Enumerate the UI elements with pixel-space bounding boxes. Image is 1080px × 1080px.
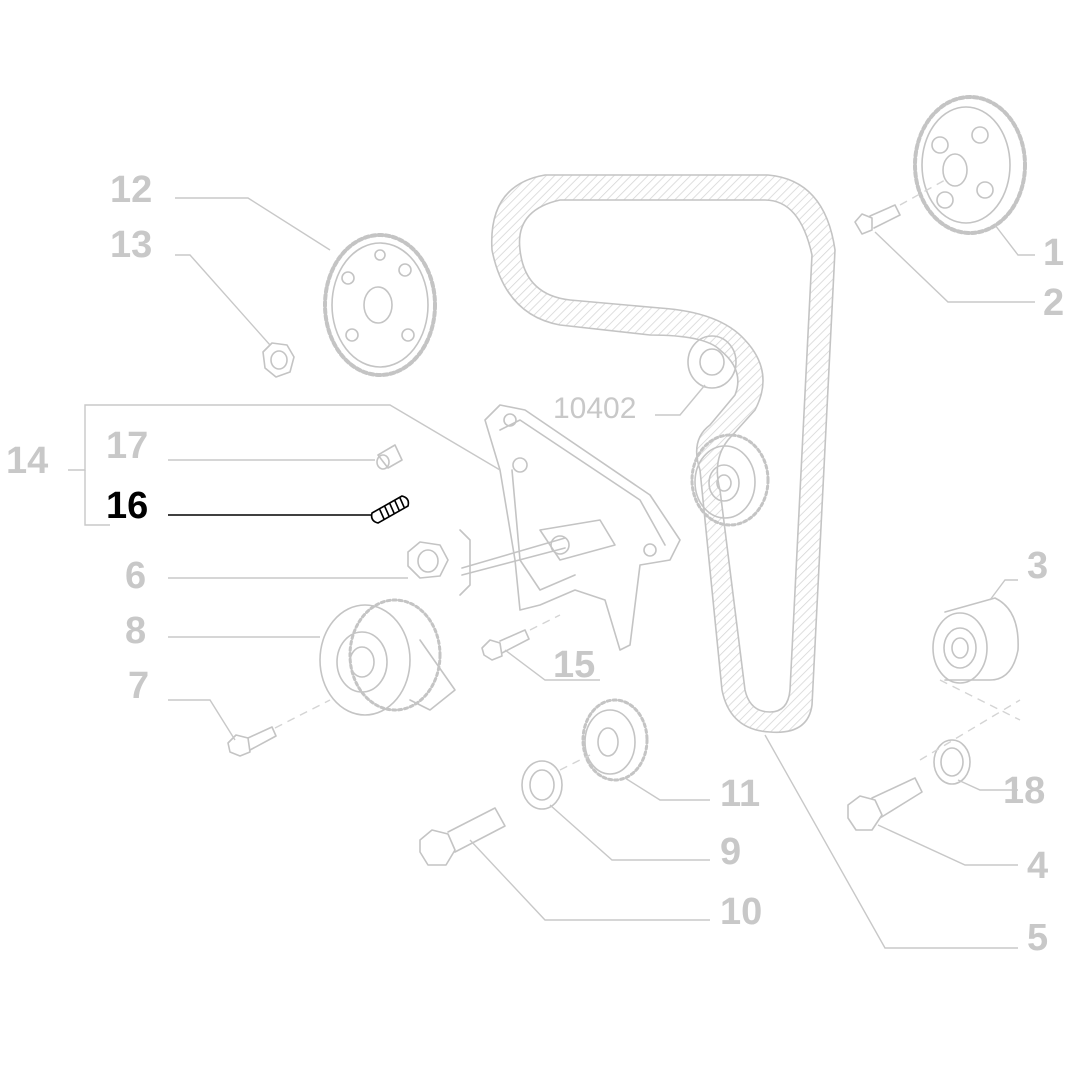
callout-17[interactable]: 17 [106,425,148,467]
callout-2[interactable]: 2 [1043,282,1064,324]
callout-16[interactable]: 16 [106,485,148,527]
callout-4[interactable]: 4 [1027,845,1048,887]
crank-washer[interactable] [521,760,563,810]
camshaft-pulley[interactable] [323,233,437,377]
camshaft-pulley-right[interactable] [913,95,1027,235]
callout-13[interactable]: 13 [110,224,152,266]
callout-12[interactable]: 12 [110,169,152,211]
callout-8[interactable]: 8 [125,610,146,652]
idler-pulley-upper[interactable] [687,335,737,389]
callout-11[interactable]: 11 [720,773,760,815]
callout-leader-lines [68,197,1035,949]
pulley-bolt-left[interactable] [227,726,277,757]
callout-15[interactable]: 15 [553,644,595,686]
callout-7[interactable]: 7 [128,665,149,707]
pulley-bolt[interactable] [854,204,901,235]
tensioner-bracket[interactable] [459,404,681,651]
callout-10[interactable]: 10 [720,891,762,933]
callout-9[interactable]: 9 [720,831,741,873]
callout-5[interactable]: 5 [1027,917,1048,959]
assembly-axis-lines [274,179,1021,771]
callout-18[interactable]: 18 [1003,770,1045,812]
crankshaft-bolt[interactable] [419,807,506,866]
threaded-stud[interactable] [370,495,410,524]
pulley-nut[interactable] [262,342,295,378]
callout-1[interactable]: 1 [1043,232,1064,274]
crankshaft-pulley[interactable] [581,698,649,782]
callout-3[interactable]: 3 [1027,545,1048,587]
callout-10402[interactable]: 10402 [553,392,636,425]
tensioner-pulley[interactable] [690,433,770,527]
tensioner-pulley-left[interactable] [319,598,456,716]
bush-sleeve[interactable] [376,444,403,470]
callout-6[interactable]: 6 [125,555,146,597]
timing-belt[interactable] [490,174,836,734]
spacer-bush[interactable] [933,739,971,785]
tensioner-nut[interactable] [407,541,449,579]
idler-roller[interactable] [932,597,1019,684]
callout-14[interactable]: 14 [6,440,48,482]
flanged-bolt[interactable] [847,777,923,831]
bracket-bolt[interactable] [481,629,530,661]
